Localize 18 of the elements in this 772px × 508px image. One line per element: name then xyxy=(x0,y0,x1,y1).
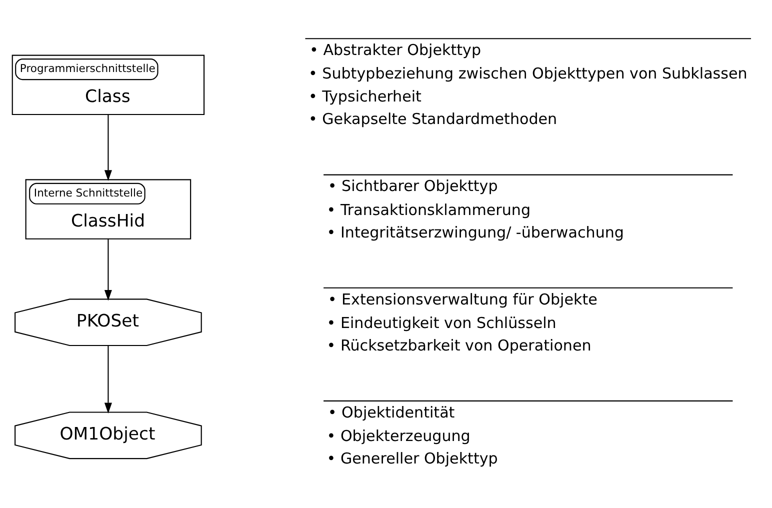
label: • Genereller Objekttyp xyxy=(326,449,498,468)
label: • Rücksetzbarkeit von Operationen xyxy=(326,336,592,354)
label: • Abstrakter Objekttyp xyxy=(310,40,482,58)
label: • Sichtbarer Objekttyp xyxy=(328,176,498,195)
label: • Extensionsverwaltung für Objekte xyxy=(328,290,598,308)
label: • Eindeutigkeit von Schlüsseln xyxy=(326,313,556,332)
arrow xyxy=(104,345,112,414)
arrow xyxy=(104,238,112,300)
label: • Typsicherheit xyxy=(308,86,422,105)
node-box: Interne Schnittstelle ClassHid xyxy=(25,178,192,239)
label: • Transaktionsklammerung xyxy=(326,200,531,218)
label: • Integritätserzwingung/ -überwachung xyxy=(326,222,624,241)
label: • Subtypbeziehung zwischen Objekttypen von Subklassen xyxy=(308,64,748,82)
label: • Objektidentität xyxy=(328,402,455,421)
node-box: Programmierschnittstelle Class xyxy=(12,54,205,115)
arrow xyxy=(104,114,112,180)
label: • Objekterzeugung xyxy=(326,426,470,444)
label: • Gekapselte Standardmethoden xyxy=(308,109,558,128)
